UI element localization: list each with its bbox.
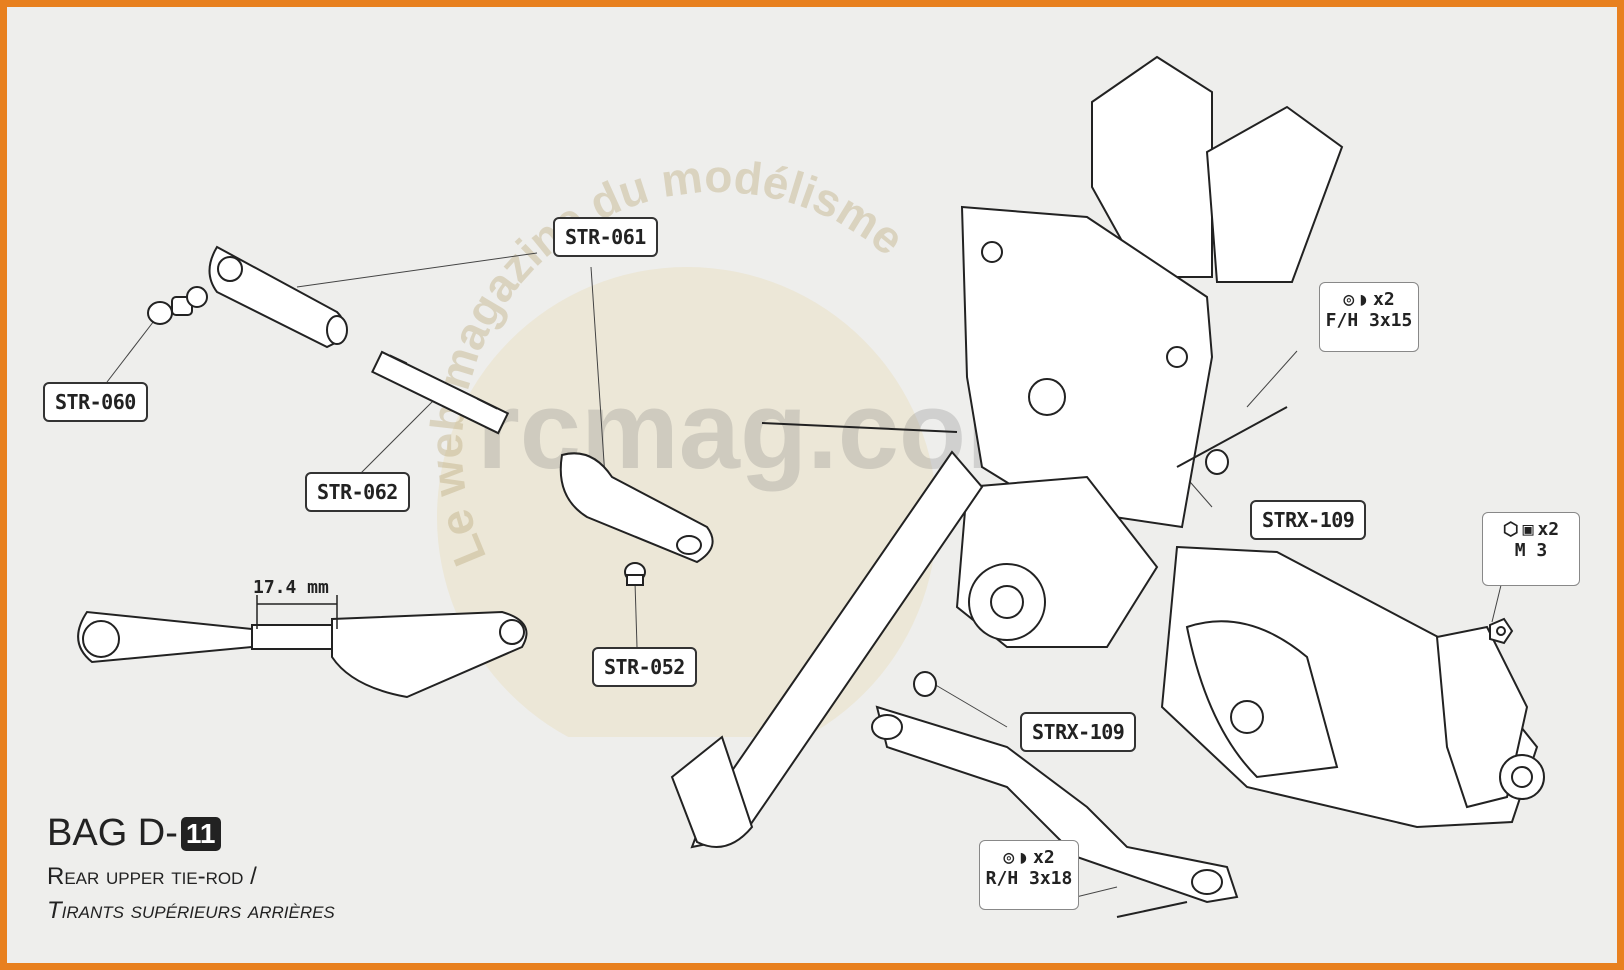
bag-title: BAG D- 11 bbox=[47, 812, 221, 855]
rh-qty: x2 bbox=[1033, 847, 1055, 868]
bag-number-badge: 11 bbox=[180, 816, 221, 851]
label-str-062: STR-062 bbox=[305, 472, 410, 512]
label-str-060: STR-060 bbox=[43, 382, 148, 422]
ball-str-052 bbox=[624, 562, 646, 586]
fh-qty: x2 bbox=[1373, 289, 1395, 310]
label-strx-109-upper: STRX-109 bbox=[1250, 500, 1367, 540]
hardware-box-m3: ⬡ ▣ x2 M 3 bbox=[1482, 512, 1580, 586]
rod-end-middle bbox=[559, 452, 714, 564]
rh-size: R/H 3x18 bbox=[985, 868, 1073, 889]
exploded-diagram bbox=[77, 55, 1545, 918]
rear-chassis-assembly bbox=[670, 55, 1545, 918]
bag-title-prefix: BAG D- bbox=[47, 812, 178, 854]
watermark-arc: Le web magazine du modélisme bbox=[427, 150, 937, 737]
screw-head-icon: ◗ bbox=[1358, 289, 1369, 310]
washer-icon: ◎ bbox=[1343, 289, 1355, 310]
dimension-arrows bbox=[256, 595, 338, 629]
rod-end-str-061 bbox=[208, 245, 348, 349]
nut-side-icon: ▣ bbox=[1522, 519, 1534, 540]
ball-stud-str-060 bbox=[147, 286, 208, 325]
label-str-061: STR-061 bbox=[553, 217, 658, 257]
subtitle-english: Rear upper tie-rod / bbox=[47, 863, 257, 890]
assembled-tie-rod bbox=[77, 610, 528, 699]
turnbuckle-str-062 bbox=[371, 350, 510, 435]
hardware-box-rh: ◎ ◗ x2 R/H 3x18 bbox=[979, 840, 1079, 910]
m3-size: M 3 bbox=[1514, 540, 1548, 561]
hardware-parts bbox=[913, 449, 1514, 697]
nut-icon: ⬡ bbox=[1502, 519, 1519, 540]
subtitle-french: Tirants supérieurs arrières bbox=[47, 897, 335, 924]
label-str-052: STR-052 bbox=[592, 647, 697, 687]
dimension-label: 17.4 mm bbox=[253, 577, 329, 598]
hardware-box-fh: ◎ ◗ x2 F/H 3x15 bbox=[1319, 282, 1419, 352]
washer-icon: ◎ bbox=[1003, 847, 1015, 868]
label-strx-109-lower: STRX-109 bbox=[1020, 712, 1137, 752]
fh-size: F/H 3x15 bbox=[1325, 310, 1413, 331]
screw-head-icon: ◗ bbox=[1018, 847, 1029, 868]
m3-qty: x2 bbox=[1537, 519, 1560, 540]
